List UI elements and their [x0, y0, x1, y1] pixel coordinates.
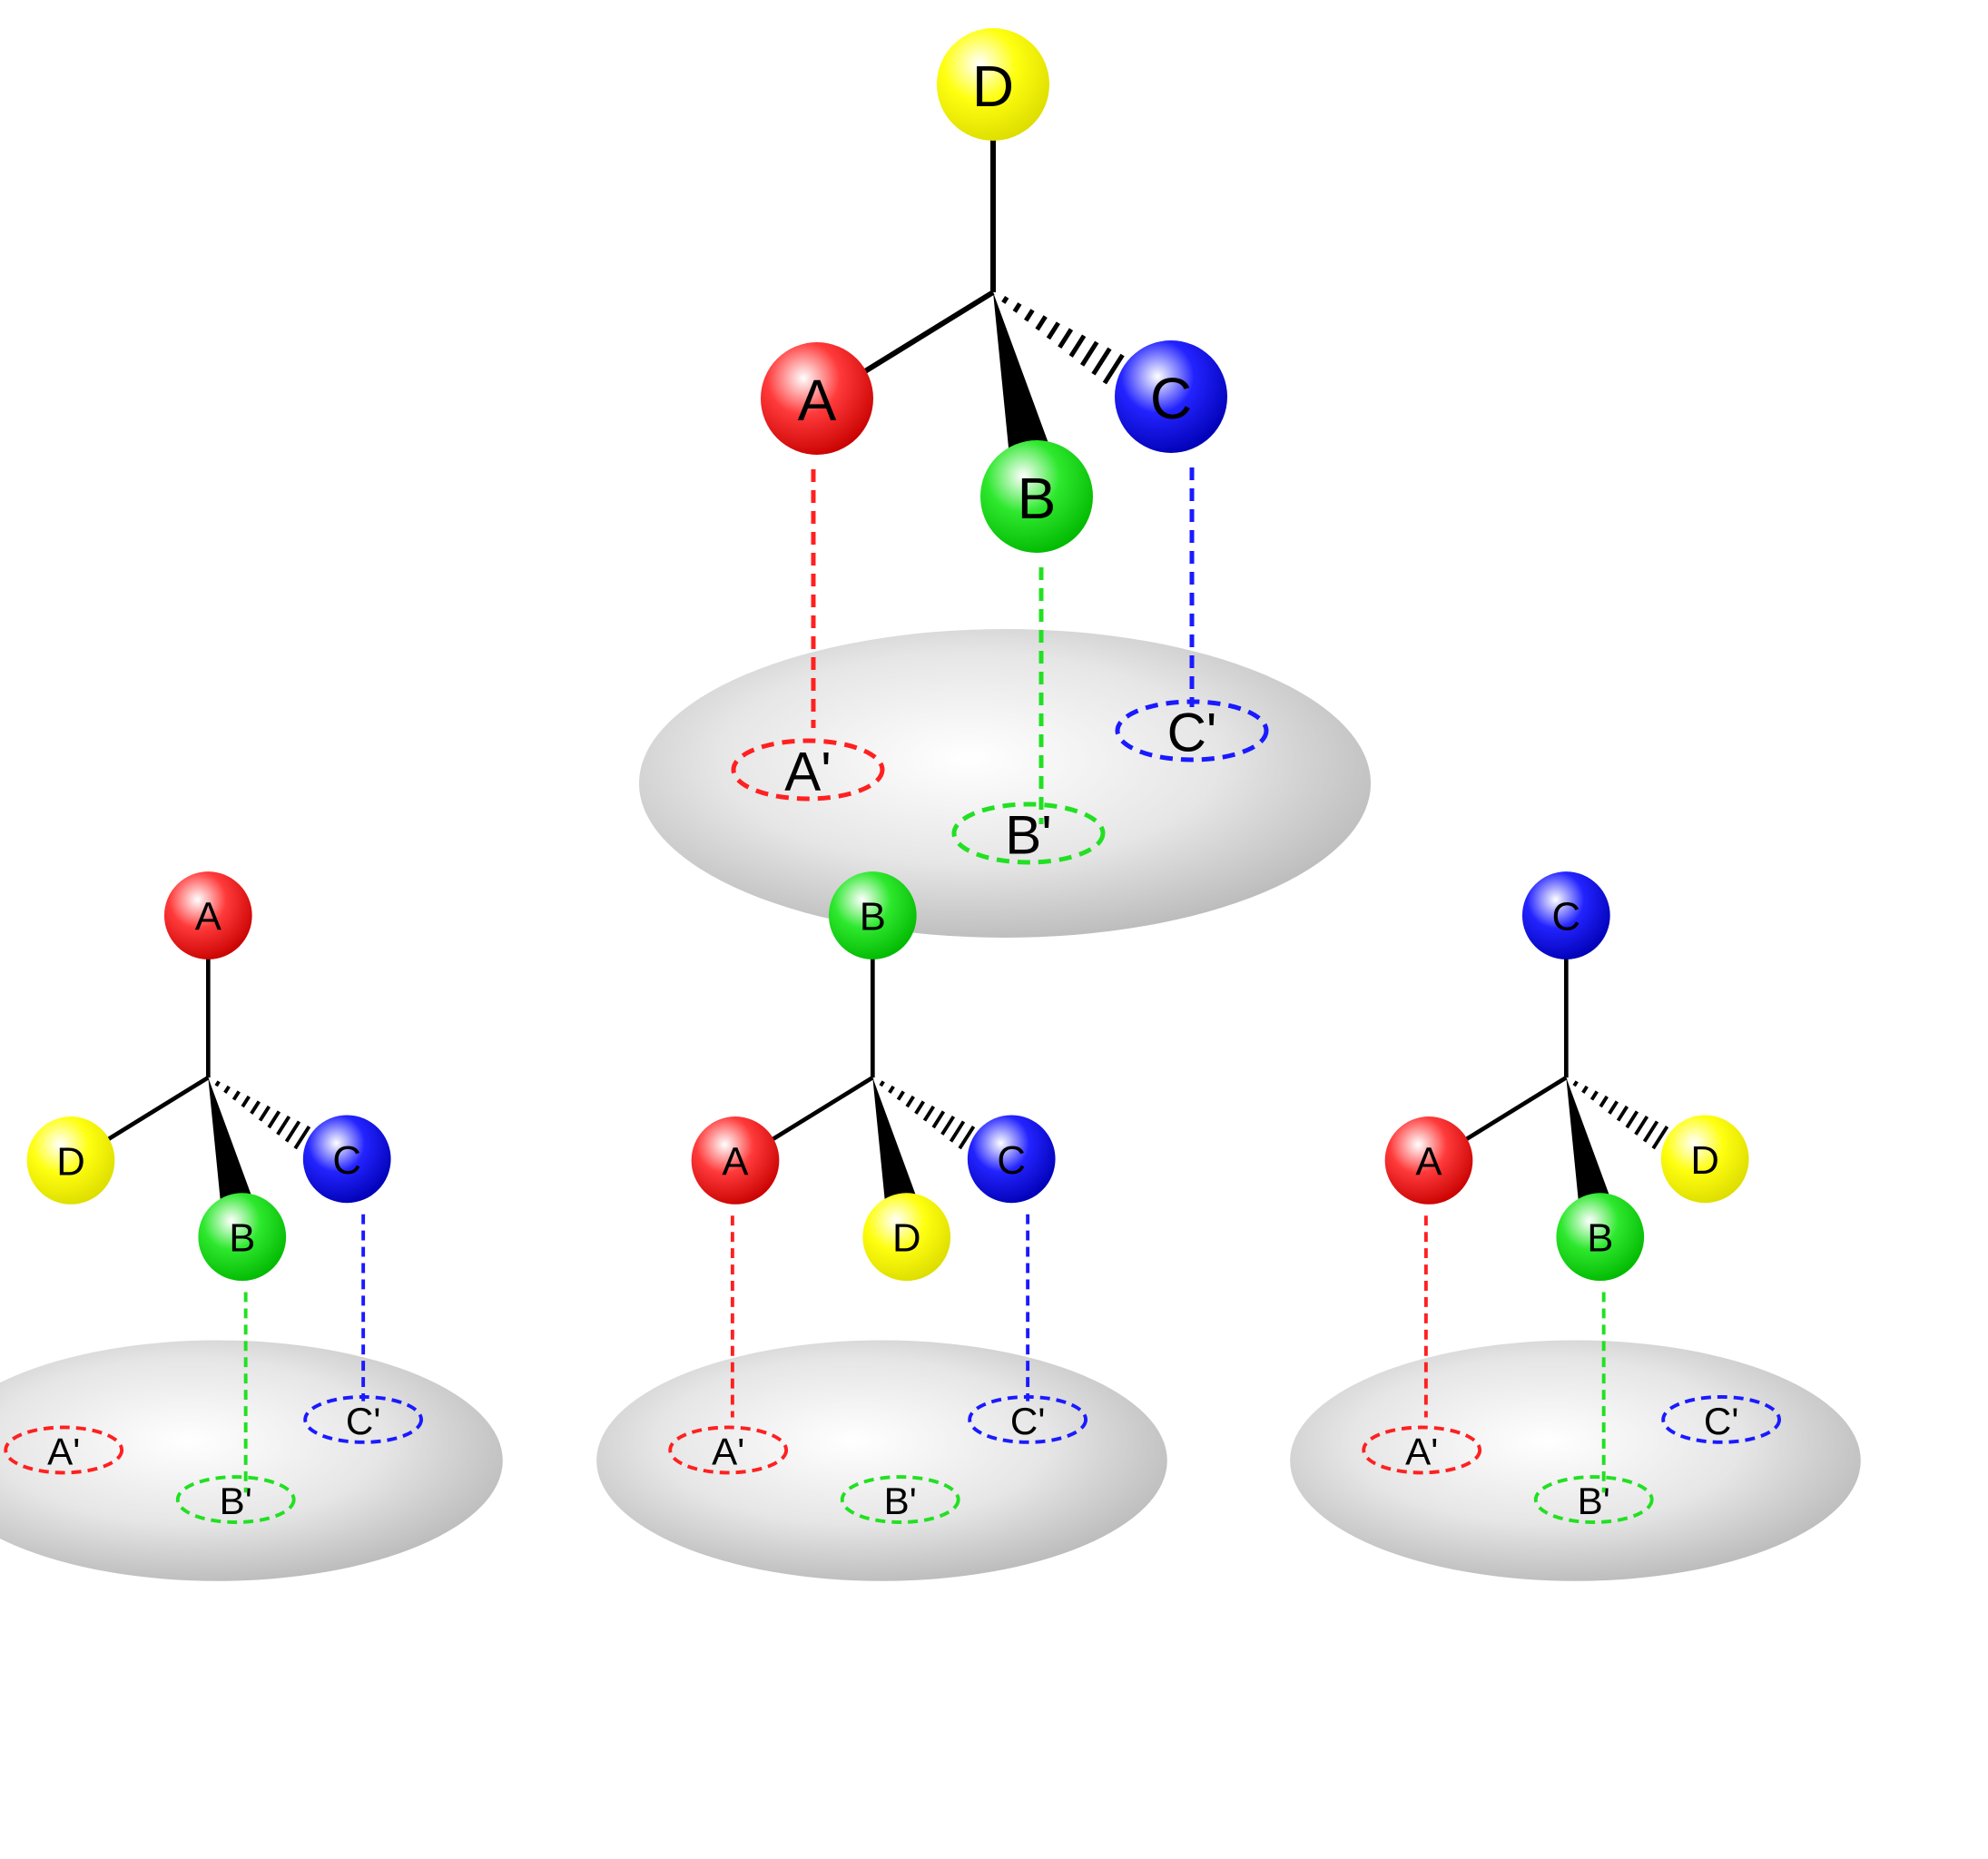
- binding-site-label-b: B': [1005, 805, 1051, 866]
- binding-surface: [0, 1340, 503, 1581]
- atom-c-back: C: [1115, 340, 1227, 453]
- atom-a-left: A: [761, 342, 873, 455]
- atom-label-d: D: [1690, 1138, 1719, 1183]
- atom-label-d: D: [56, 1139, 85, 1184]
- bond-wedge-front: [1566, 1077, 1610, 1206]
- atom-label-b: B: [860, 895, 886, 939]
- atom-label-b: B: [1018, 466, 1057, 531]
- atom-c-back: C: [967, 1115, 1056, 1204]
- bond-left: [762, 1076, 874, 1147]
- binding-site-label-b: B': [884, 1480, 917, 1522]
- bond-hash-back: [1572, 1080, 1669, 1150]
- bond-hash-back: [214, 1080, 311, 1150]
- tetrahedral-diagram-swap-a: A' B' C' A D C B: [0, 871, 503, 1581]
- binding-site-label-b: B': [220, 1480, 252, 1522]
- binding-site-a: [4, 1425, 124, 1475]
- atom-d-top: D: [937, 28, 1049, 141]
- bond-left: [851, 290, 995, 381]
- atom-label-d: D: [892, 1216, 921, 1261]
- binding-site-label-a: A': [784, 742, 831, 802]
- binding-site-label-a: A': [1405, 1431, 1438, 1473]
- atom-a-left: A: [1384, 1116, 1473, 1205]
- binding-surface: [1290, 1340, 1861, 1581]
- bond-wedge-front: [993, 292, 1049, 457]
- binding-site-b: [951, 802, 1106, 865]
- binding-site-b: [840, 1475, 960, 1524]
- atom-b-top: B: [828, 871, 917, 959]
- atom-label-c: C: [1150, 366, 1192, 431]
- atom-c-back: C: [302, 1115, 391, 1204]
- binding-surface: [639, 629, 1371, 938]
- atom-label-c: C: [997, 1138, 1026, 1183]
- bond-wedge-front: [208, 1077, 252, 1206]
- atom-c-top: C: [1521, 871, 1610, 959]
- tetrahedral-diagram-swap-c: A' B' C' C A D B: [1290, 871, 1861, 1581]
- binding-site-label-c: C': [1167, 703, 1217, 763]
- atom-label-a: A: [195, 895, 222, 939]
- atom-d-back: D: [1660, 1115, 1749, 1204]
- atom-label-c: C: [1552, 895, 1581, 939]
- bond-hash-back: [879, 1080, 976, 1150]
- binding-site-label-b: B': [1578, 1480, 1610, 1522]
- tetrahedral-diagram-main: A' B' C' D A C B: [639, 28, 1371, 938]
- atom-b-front: B: [198, 1193, 287, 1282]
- atom-a-left: A: [691, 1116, 780, 1205]
- binding-site-label-a: A': [712, 1431, 744, 1473]
- binding-site-label-c: C': [346, 1400, 380, 1442]
- bond-hash-back: [1001, 296, 1125, 385]
- atom-label-a: A: [1415, 1139, 1442, 1184]
- binding-site-label-c: C': [1010, 1400, 1045, 1442]
- atom-label-d: D: [972, 54, 1014, 119]
- atom-d-front: D: [862, 1193, 951, 1282]
- binding-site-b: [1533, 1475, 1654, 1524]
- tetrahedral-diagram-swap-b: A' B' C' B A C D: [596, 871, 1167, 1581]
- atom-d-left: D: [26, 1116, 115, 1205]
- binding-site-a: [731, 738, 885, 802]
- binding-surface: [596, 1340, 1167, 1581]
- binding-site-label-a: A': [47, 1431, 80, 1473]
- atom-label-a: A: [798, 368, 837, 433]
- bond-left: [97, 1076, 210, 1147]
- binding-site-a: [668, 1425, 789, 1475]
- bond-wedge-front: [872, 1077, 917, 1206]
- atom-label-b: B: [229, 1216, 255, 1261]
- atom-a-top: A: [163, 871, 252, 959]
- atom-label-c: C: [332, 1138, 361, 1183]
- atom-label-a: A: [722, 1139, 749, 1184]
- atom-label-b: B: [1587, 1216, 1613, 1261]
- binding-site-a: [1362, 1425, 1482, 1475]
- bond-left: [1455, 1076, 1568, 1147]
- binding-site-c: [1661, 1394, 1782, 1444]
- atom-b-front: B: [980, 440, 1093, 553]
- binding-site-b: [175, 1475, 296, 1524]
- atom-b-front: B: [1556, 1193, 1645, 1282]
- binding-site-label-c: C': [1704, 1400, 1738, 1442]
